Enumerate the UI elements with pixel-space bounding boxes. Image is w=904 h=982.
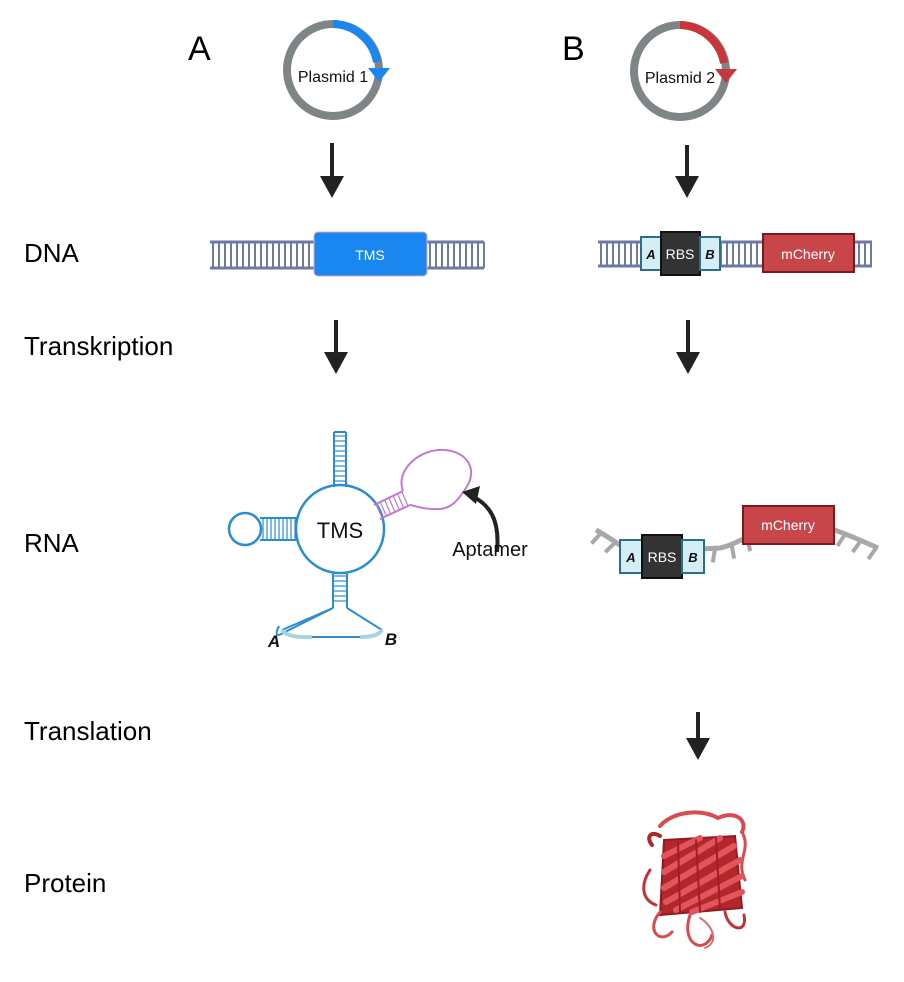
site-b-box xyxy=(699,236,721,271)
panel-letter-b: B xyxy=(562,30,585,68)
rna-center-label: TMS xyxy=(317,518,363,543)
mrna-base xyxy=(835,532,848,547)
stem-rung xyxy=(397,493,405,509)
arrow-down-icon xyxy=(686,712,710,760)
rna-mcherry-label: mCherry xyxy=(761,517,815,533)
stem-rung xyxy=(392,495,400,511)
rbs-box xyxy=(660,231,701,276)
mrna-base xyxy=(603,540,617,554)
stem-rung xyxy=(375,503,383,519)
site-b-label: B xyxy=(705,247,714,262)
rna-b-site-b-label: B xyxy=(688,550,697,565)
dna-ladder-right xyxy=(427,240,485,270)
stem-rung xyxy=(384,499,392,515)
rna-site-b-label: B xyxy=(385,630,397,649)
stem-rung xyxy=(401,491,409,507)
plasmid-2-arrowhead-icon xyxy=(715,69,737,83)
mrna-base xyxy=(729,544,737,559)
site-b-segment xyxy=(359,628,384,639)
row-label-rna: RNA xyxy=(24,528,79,558)
plasmid-1: Plasmid 1 xyxy=(283,20,390,120)
dna-ladder-left xyxy=(210,240,314,270)
aptamer-pointer-head-icon xyxy=(462,486,480,504)
tms-gene-label: TMS xyxy=(355,247,385,263)
mrna-base xyxy=(710,547,718,563)
row-label-protein: Protein xyxy=(24,868,107,898)
mcherry-protein-icon xyxy=(642,810,747,949)
arrow-down-icon xyxy=(675,145,699,198)
site-a-segment xyxy=(280,628,313,640)
arrow-down-icon xyxy=(320,143,344,198)
plasmid-1-gene-arc xyxy=(332,20,381,63)
mrna-base xyxy=(866,546,879,561)
dna-b: A RBS B mCherry xyxy=(598,231,872,276)
stem-rung xyxy=(379,501,387,517)
dna-a: TMS xyxy=(210,231,485,277)
mrna-base xyxy=(850,539,863,554)
rna-mcherry-box xyxy=(742,505,835,545)
rna-site-b-box xyxy=(681,539,705,574)
tms-riboswitch xyxy=(227,431,500,640)
rna-b-site-a-label: A xyxy=(625,550,635,565)
row-label-translation: Translation xyxy=(24,716,152,746)
plasmid-1-arrowhead-icon xyxy=(368,68,390,82)
tms-gene-box xyxy=(313,231,428,277)
arrow-down-icon xyxy=(324,320,348,374)
rna-rbs-label: RBS xyxy=(648,549,677,565)
central-loop xyxy=(294,483,386,575)
plasmid-2-gene-arc xyxy=(679,21,728,64)
row-label-dna: DNA xyxy=(24,238,79,268)
row-label-transcription: Transkription xyxy=(24,331,174,361)
left-hairpin-loop xyxy=(227,511,263,547)
rbs-label: RBS xyxy=(666,246,695,262)
rna-site-a-label: A xyxy=(267,632,280,651)
aptamer-loop xyxy=(400,448,472,511)
rna-rbs-box xyxy=(641,534,683,579)
arrow-down-icon xyxy=(676,320,700,374)
stem-rung xyxy=(388,497,396,513)
mcherry-gene-box xyxy=(762,233,855,273)
plasmid-2: Plasmid 2 xyxy=(630,21,737,121)
plasmid-2-label: Plasmid 2 xyxy=(645,70,715,87)
aptamer-stem xyxy=(373,490,411,520)
mrna-b: A RBS B mCherry xyxy=(590,505,879,579)
bottom-stem xyxy=(332,572,348,608)
mcherry-gene-label: mCherry xyxy=(781,246,835,262)
plasmid-1-label: Plasmid 1 xyxy=(298,69,368,86)
top-stem xyxy=(333,431,347,487)
mrna-base xyxy=(590,531,603,545)
panel-letter-a: A xyxy=(188,30,211,68)
site-a-label: A xyxy=(645,247,655,262)
aptamer-label: Aptamer xyxy=(452,539,528,561)
